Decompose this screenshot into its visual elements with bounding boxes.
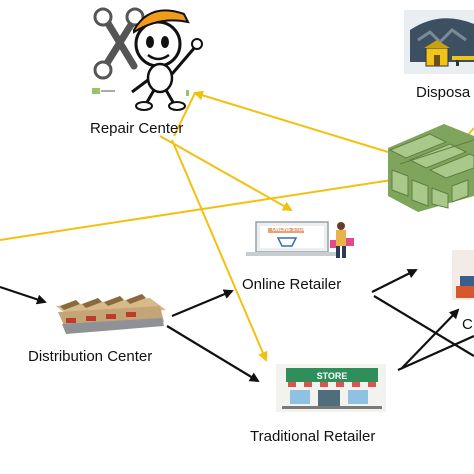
label-online-retailer: Online Retailer xyxy=(242,276,342,293)
arrow-online-to-customer xyxy=(371,269,418,293)
store-sign-text: STORE xyxy=(317,371,348,381)
money-stacks-illustration xyxy=(388,124,474,212)
label-traditional-retailer: Traditional Retailer xyxy=(250,428,376,445)
label-customer-partial: C xyxy=(462,316,473,333)
label-disposal: Disposa xyxy=(416,84,471,101)
disposal-illustration xyxy=(404,10,474,74)
arrow-money-to-repair xyxy=(193,90,389,153)
repair-mascot-illustration xyxy=(92,7,203,111)
arrow-traditional-to-right xyxy=(397,334,474,372)
customer-illustration xyxy=(452,250,474,300)
online-store-sign: ONLINE STORE xyxy=(272,227,310,233)
arrow-distribution-to-traditional xyxy=(166,325,260,383)
distribution-center-illustration xyxy=(56,294,166,334)
label-repair-center: Repair Center xyxy=(90,120,184,137)
arrow-money-to-left xyxy=(0,179,393,241)
arrow-distribution-to-online xyxy=(171,289,234,318)
arrow-left-to-distribution xyxy=(0,285,47,305)
traditional-store-illustration: STORE xyxy=(276,364,386,412)
online-store-illustration xyxy=(246,221,354,258)
forward-flow-arrows xyxy=(0,269,474,383)
arrow-repair-to-online xyxy=(159,135,293,211)
arrow-online-to-right xyxy=(373,295,474,357)
arrow-repair-to-traditional xyxy=(171,139,268,362)
label-distribution-center: Distribution Center xyxy=(28,348,153,365)
arrow-traditional-to-customer xyxy=(401,308,460,369)
arrow-repair-to-left xyxy=(173,92,196,137)
